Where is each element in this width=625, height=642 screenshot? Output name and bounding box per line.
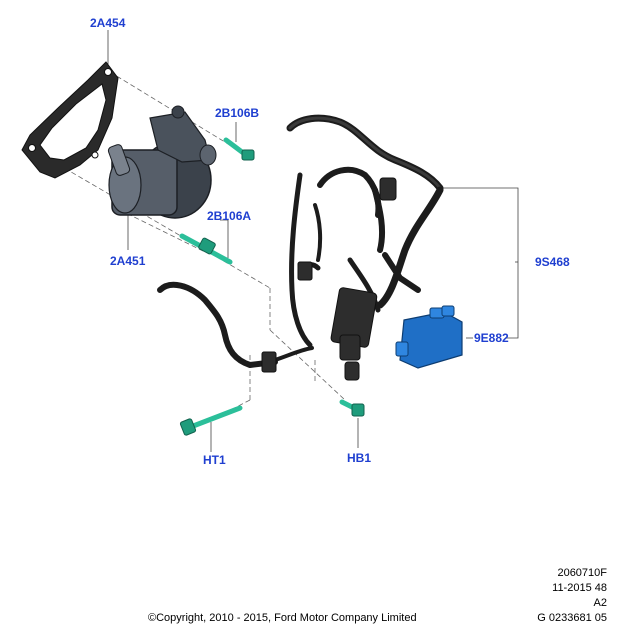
callout-2A451[interactable]: 2A451: [110, 254, 146, 268]
date-code: 11-2015 48: [552, 582, 607, 594]
hose-brackets: [261, 177, 397, 381]
copyright-notice: ©Copyright, 2010 - 2015, Ford Motor Comp…: [148, 612, 417, 624]
callout-2B106A[interactable]: 2B106A: [207, 209, 252, 223]
callout-2B106B[interactable]: 2B106B: [215, 106, 260, 120]
drawing-number: 2060710F: [557, 567, 607, 579]
solenoid-9E882: [395, 305, 463, 369]
callout-9S468[interactable]: 9S468: [535, 255, 570, 269]
callout-HB1[interactable]: HB1: [347, 451, 372, 465]
bolt-HT1: [179, 405, 243, 436]
revision: A2: [593, 597, 607, 609]
stud-2B106A: [179, 233, 233, 265]
callout-HT1[interactable]: HT1: [203, 453, 226, 467]
callout-9E882[interactable]: 9E882: [474, 331, 509, 345]
callout-2A454[interactable]: 2A454: [90, 16, 126, 30]
bolt-HB1: [339, 399, 365, 417]
vacuum-pump-2A451: [107, 105, 217, 219]
bolt-2B106B: [223, 137, 255, 161]
gasket-2A454: [21, 61, 119, 179]
graphic-id: G 0233681 05: [537, 612, 607, 624]
leader-lines: [107, 30, 519, 452]
